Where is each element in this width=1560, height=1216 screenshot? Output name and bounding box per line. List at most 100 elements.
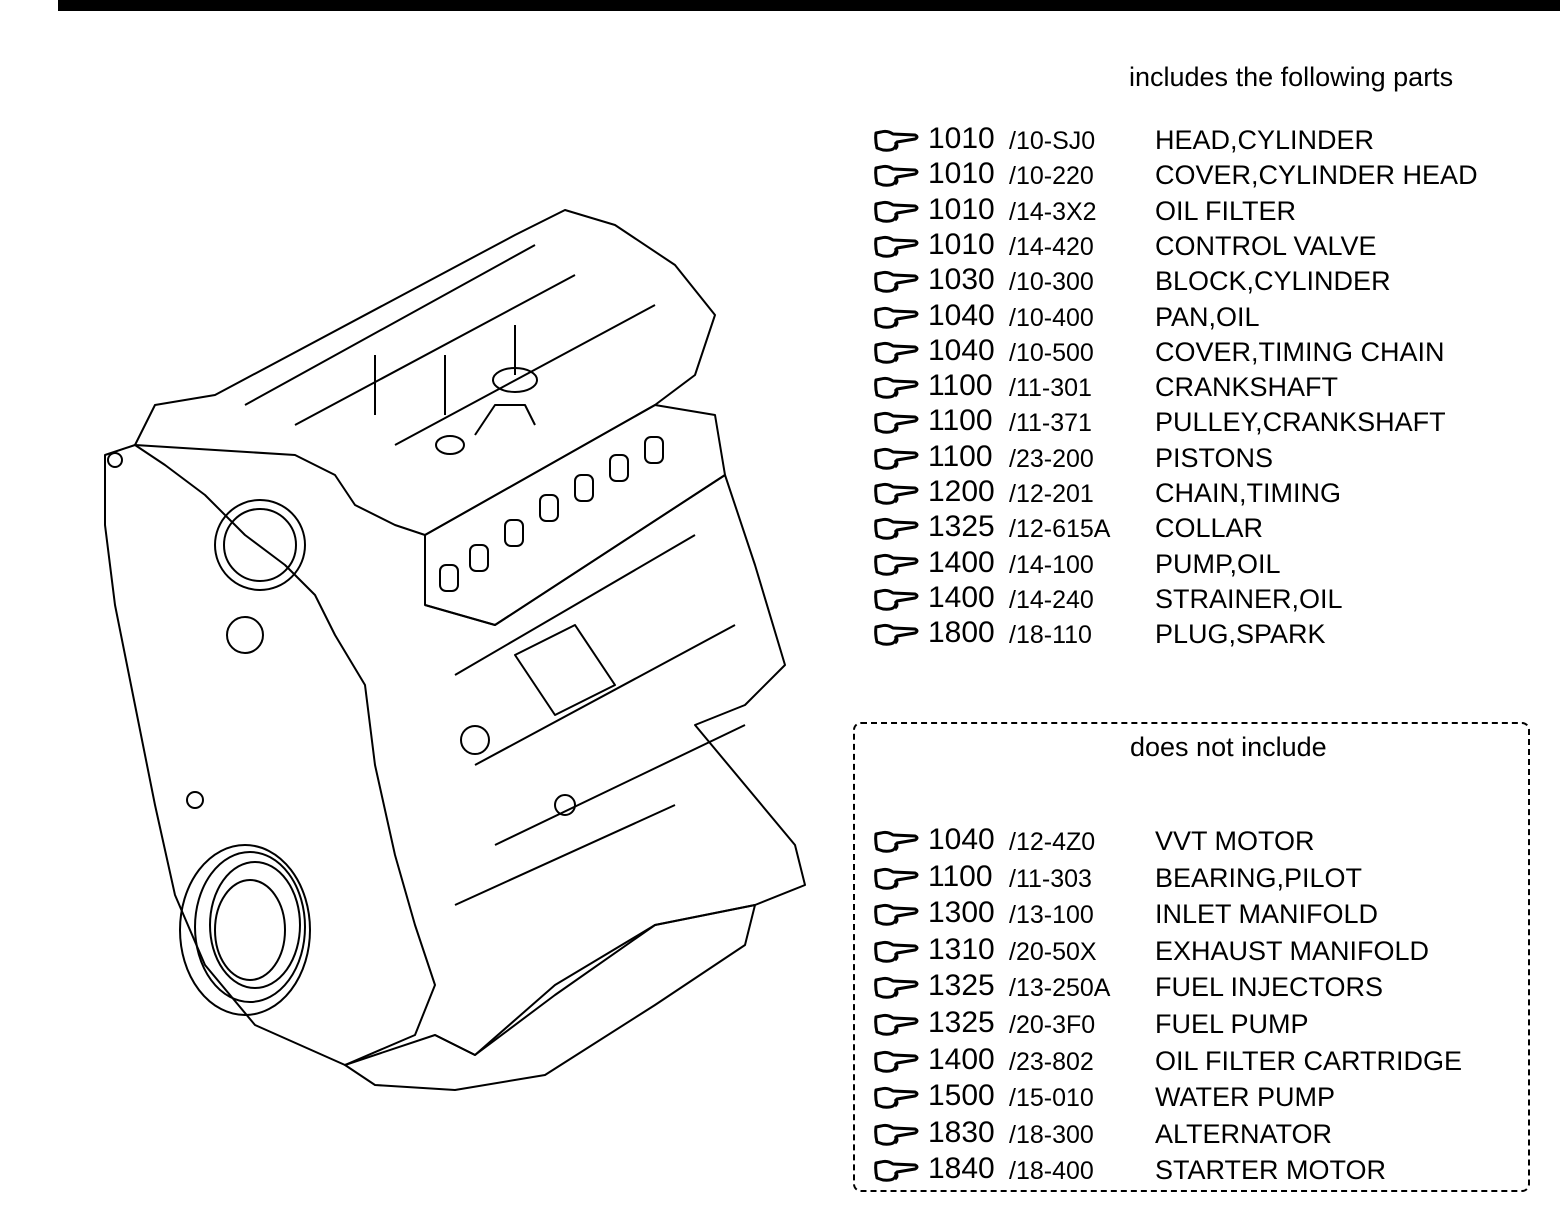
part-code: /18-300 bbox=[1009, 1120, 1094, 1149]
part-code: /10-400 bbox=[1009, 303, 1094, 332]
part-reference: 1830 bbox=[928, 1115, 995, 1149]
part-code: /14-240 bbox=[1009, 585, 1094, 614]
part-name: FUEL INJECTORS bbox=[1155, 972, 1384, 1003]
part-code: /12-4Z0 bbox=[1009, 828, 1096, 856]
pointing-hand-icon bbox=[873, 902, 919, 926]
part-reference: 1325 bbox=[928, 510, 995, 544]
part-name: STARTER MOTOR bbox=[1155, 1155, 1387, 1186]
part-code: /18-110 bbox=[1009, 621, 1092, 650]
part-code: /12-201 bbox=[1009, 480, 1094, 508]
part-reference: 1010 bbox=[928, 192, 995, 226]
excluded-parts-box bbox=[853, 722, 1530, 1192]
intake-ports bbox=[424, 404, 726, 626]
part-name: FUEL PUMP bbox=[1155, 1009, 1309, 1039]
part-reference: 1400 bbox=[928, 580, 995, 614]
pointing-hand-icon bbox=[873, 163, 919, 187]
part-name: WATER PUMP bbox=[1155, 1082, 1335, 1113]
part-name: COVER,TIMING CHAIN bbox=[1155, 336, 1445, 367]
crankshaft-pulley bbox=[179, 844, 311, 1016]
part-name: CRANKSHAFT bbox=[1155, 372, 1339, 403]
pointing-hand-icon bbox=[873, 622, 919, 646]
pointing-hand-icon bbox=[873, 866, 919, 890]
pointing-hand-icon bbox=[873, 1122, 919, 1146]
part-reference: 1400 bbox=[928, 1042, 995, 1076]
timing-cover bbox=[104, 444, 436, 1066]
part-name: CHAIN,TIMING bbox=[1155, 478, 1341, 508]
pointing-hand-icon bbox=[873, 199, 919, 223]
part-name: STRAINER,OIL bbox=[1155, 583, 1343, 614]
part-reference: 1325 bbox=[928, 1006, 995, 1039]
part-name: INLET MANIFOLD bbox=[1155, 899, 1379, 930]
part-name: CONTROL VALVE bbox=[1155, 230, 1377, 261]
pointing-hand-icon bbox=[873, 975, 919, 1000]
part-code: /14-3X2 bbox=[1009, 197, 1097, 226]
part-code: /11-301 bbox=[1009, 374, 1092, 403]
part-reference: 1500 bbox=[928, 1079, 995, 1113]
part-reference: 1010 bbox=[928, 227, 995, 261]
pointing-hand-icon bbox=[873, 234, 919, 258]
pointing-hand-icon bbox=[873, 1158, 919, 1183]
part-name: BLOCK,CYLINDER bbox=[1155, 266, 1391, 297]
cylinder-head-cover bbox=[134, 209, 716, 536]
part-code: /11-371 bbox=[1009, 409, 1092, 438]
part-code: /10-500 bbox=[1009, 338, 1094, 367]
part-code: /20-50X bbox=[1009, 937, 1097, 966]
part-name: BEARING,PILOT bbox=[1155, 862, 1363, 893]
part-name: PLUG,SPARK bbox=[1155, 619, 1326, 650]
pointing-hand-icon bbox=[873, 269, 919, 293]
part-reference: 1200 bbox=[928, 475, 995, 508]
part-reference: 1040 bbox=[928, 298, 995, 332]
part-reference: 1040 bbox=[928, 333, 995, 367]
part-name: PUMP,OIL bbox=[1155, 548, 1281, 579]
part-name: PISTONS bbox=[1155, 442, 1274, 473]
part-reference: 1300 bbox=[928, 896, 995, 930]
part-reference: 1100 bbox=[928, 369, 993, 403]
pointing-hand-icon bbox=[873, 410, 919, 435]
part-name: ALTERNATOR bbox=[1155, 1118, 1333, 1149]
pointing-hand-icon bbox=[873, 340, 919, 364]
part-code: /20-3F0 bbox=[1009, 1011, 1096, 1039]
part-reference: 1010 bbox=[928, 157, 995, 191]
part-name: COVER,CYLINDER HEAD bbox=[1155, 160, 1478, 191]
part-code: /13-250A bbox=[1009, 974, 1111, 1003]
part-code: /10-SJ0 bbox=[1009, 127, 1096, 155]
top-border-bar bbox=[58, 0, 1560, 11]
part-name: OIL FILTER CARTRIDGE bbox=[1155, 1045, 1463, 1076]
part-name: COLLAR bbox=[1155, 513, 1264, 544]
pointing-hand-icon bbox=[873, 305, 919, 329]
part-reference: 1310 bbox=[928, 932, 995, 966]
part-name: VVT MOTOR bbox=[1155, 826, 1315, 856]
part-name: HEAD,CYLINDER bbox=[1155, 125, 1375, 155]
pointing-hand-icon bbox=[873, 1085, 919, 1109]
pointing-hand-icon bbox=[873, 375, 919, 399]
part-reference: 1800 bbox=[928, 616, 995, 650]
part-code: /15-010 bbox=[1009, 1084, 1094, 1113]
pointing-hand-icon bbox=[873, 516, 919, 540]
pointing-hand-icon bbox=[873, 939, 919, 963]
part-reference: 1030 bbox=[928, 263, 995, 297]
oil-pan bbox=[344, 904, 756, 1091]
part-reference: 1100 bbox=[928, 859, 993, 893]
includes-heading: includes the following parts bbox=[1129, 62, 1454, 92]
part-reference: 1100 bbox=[928, 404, 993, 438]
engine-assembly-drawing bbox=[104, 209, 806, 1091]
pointing-hand-icon bbox=[873, 128, 919, 152]
part-code: /23-802 bbox=[1009, 1047, 1094, 1076]
part-reference: 1840 bbox=[928, 1152, 995, 1186]
part-code: /13-100 bbox=[1009, 901, 1094, 930]
pointing-hand-icon bbox=[873, 1012, 919, 1036]
part-code: /14-100 bbox=[1009, 550, 1094, 579]
pointing-hand-icon bbox=[873, 446, 919, 470]
part-code: /10-220 bbox=[1009, 162, 1094, 191]
excludes-heading: does not include bbox=[1130, 732, 1327, 762]
part-reference: 1040 bbox=[928, 823, 995, 856]
part-reference: 1400 bbox=[928, 545, 995, 579]
part-reference: 1325 bbox=[928, 969, 995, 1003]
part-name: PULLEY,CRANKSHAFT bbox=[1155, 407, 1446, 438]
part-code: /12-615A bbox=[1009, 515, 1111, 544]
pointing-hand-icon bbox=[873, 1049, 919, 1073]
part-code: /18-400 bbox=[1009, 1157, 1094, 1186]
part-reference: 1100 bbox=[928, 439, 993, 473]
part-name: EXHAUST MANIFOLD bbox=[1155, 935, 1430, 966]
part-code: /11-303 bbox=[1009, 864, 1092, 893]
